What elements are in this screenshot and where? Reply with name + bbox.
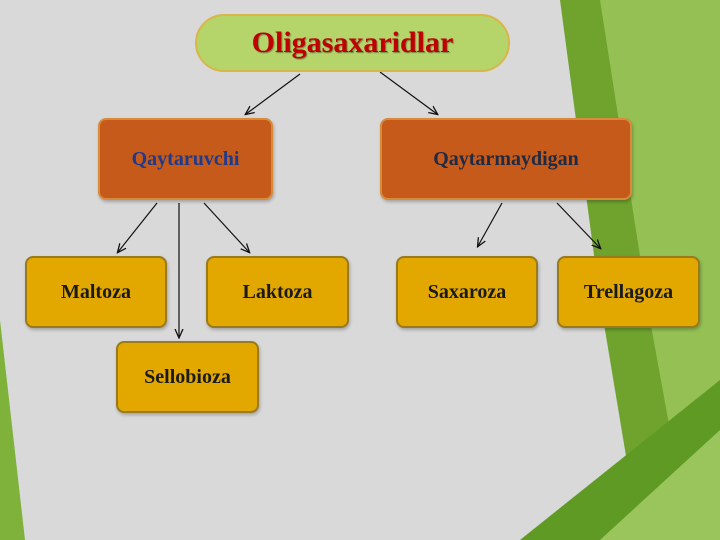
bg-green-band-lower-light — [600, 430, 720, 540]
diagram-title: Oligasaxaridlar — [195, 14, 510, 72]
leaf-maltoza: Maltoza — [25, 256, 167, 328]
leaf-sellobioza: Sellobioza — [116, 341, 259, 413]
category-non-reducing: Qaytarmaydigan — [380, 118, 632, 200]
category-reducing: Qaytaruvchi — [98, 118, 273, 200]
leaf-laktoza: Laktoza — [206, 256, 349, 328]
leaf-saxaroza: Saxaroza — [396, 256, 538, 328]
bg-green-left-corner — [0, 320, 25, 540]
leaf-trellagoza: Trellagoza — [557, 256, 700, 328]
